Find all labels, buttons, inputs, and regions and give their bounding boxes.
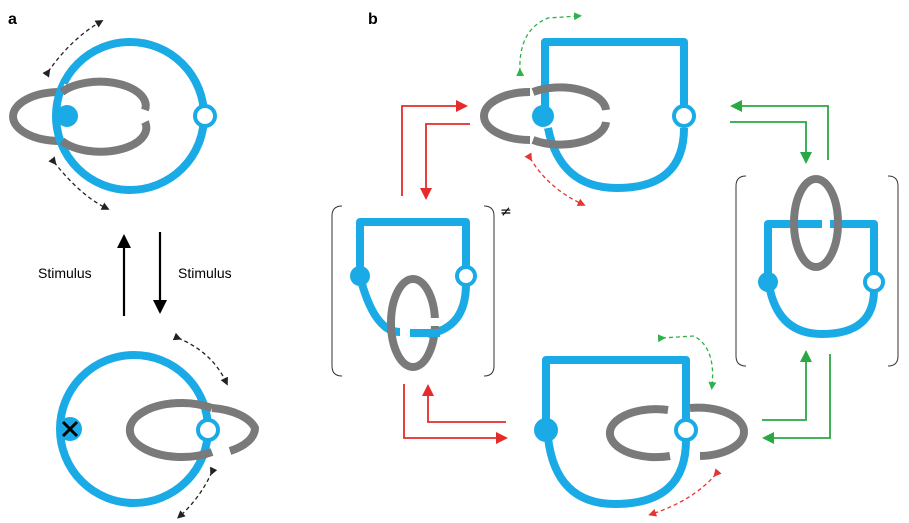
macrocycle-top-bar — [542, 356, 690, 424]
ring-front — [211, 404, 260, 455]
rotaxane-top-state — [480, 38, 696, 192]
open-station — [672, 104, 696, 128]
catenane-top-state — [9, 38, 217, 194]
macrocycle-top-bar — [356, 218, 470, 272]
macrocycle-top-bar — [541, 38, 688, 116]
red-arrow-up — [401, 100, 468, 196]
rotation-arrow-bottom — [48, 156, 110, 210]
ring-front — [689, 403, 749, 460]
ring-back — [605, 405, 671, 462]
ring-back — [480, 88, 531, 144]
open-station — [196, 418, 220, 442]
x-mark-icon — [61, 420, 79, 438]
rotation-arrow-bottom — [524, 152, 586, 206]
red-arrow-right — [403, 384, 508, 444]
ring-front-lower — [59, 120, 151, 156]
bracket-right — [483, 205, 495, 377]
filled-station — [350, 266, 370, 286]
macrocycle-top-bar-right — [830, 220, 878, 278]
ring-front — [59, 77, 150, 112]
bracket-right — [887, 175, 899, 367]
green-arrow-left-lower — [762, 354, 831, 444]
ring-front-lower — [531, 121, 610, 149]
ring — [790, 175, 842, 271]
open-station — [863, 271, 885, 293]
bracket-left — [331, 205, 343, 377]
rotation-arrow-bottom — [648, 468, 722, 517]
green-arrow-up — [762, 350, 812, 421]
green-arrow-left — [730, 100, 829, 160]
red-arrow-up-lower — [422, 384, 506, 423]
bracket-left — [735, 175, 747, 367]
panel-a-label: a — [8, 11, 17, 28]
macrocycle-top-bar-left — [764, 220, 800, 278]
rotation-arrow-top — [42, 19, 104, 78]
macrocycle-lower-loop — [358, 282, 401, 336]
open-station — [193, 104, 217, 128]
rotation-arrow-bottom — [177, 466, 218, 519]
ring-front — [531, 83, 610, 111]
panel-b-label: b — [368, 11, 378, 28]
filled-station — [532, 105, 554, 127]
rotaxane-right-state — [758, 175, 885, 338]
filled-station — [534, 418, 558, 442]
filled-station — [56, 105, 78, 127]
open-station — [674, 418, 698, 442]
not-equal-symbol: ≠ — [500, 204, 512, 220]
stimulus-down-label: Stimulus — [178, 265, 232, 281]
red-arrow-down — [420, 123, 470, 200]
rotaxane-left-state — [350, 218, 477, 371]
open-station — [455, 265, 477, 287]
ring-back — [125, 399, 214, 461]
catenane-bottom-state — [56, 351, 260, 507]
filled-station — [758, 272, 778, 292]
ring-back — [9, 88, 61, 145]
macrocycle — [56, 351, 212, 507]
green-arrow-down — [730, 121, 812, 164]
macrocycle-lower-loop — [544, 127, 688, 192]
stimulus-up-label: Stimulus — [38, 265, 92, 281]
macrocycle — [52, 38, 208, 194]
macrocycle-lower-loop — [766, 288, 878, 338]
rotation-arrow-top — [516, 12, 582, 77]
